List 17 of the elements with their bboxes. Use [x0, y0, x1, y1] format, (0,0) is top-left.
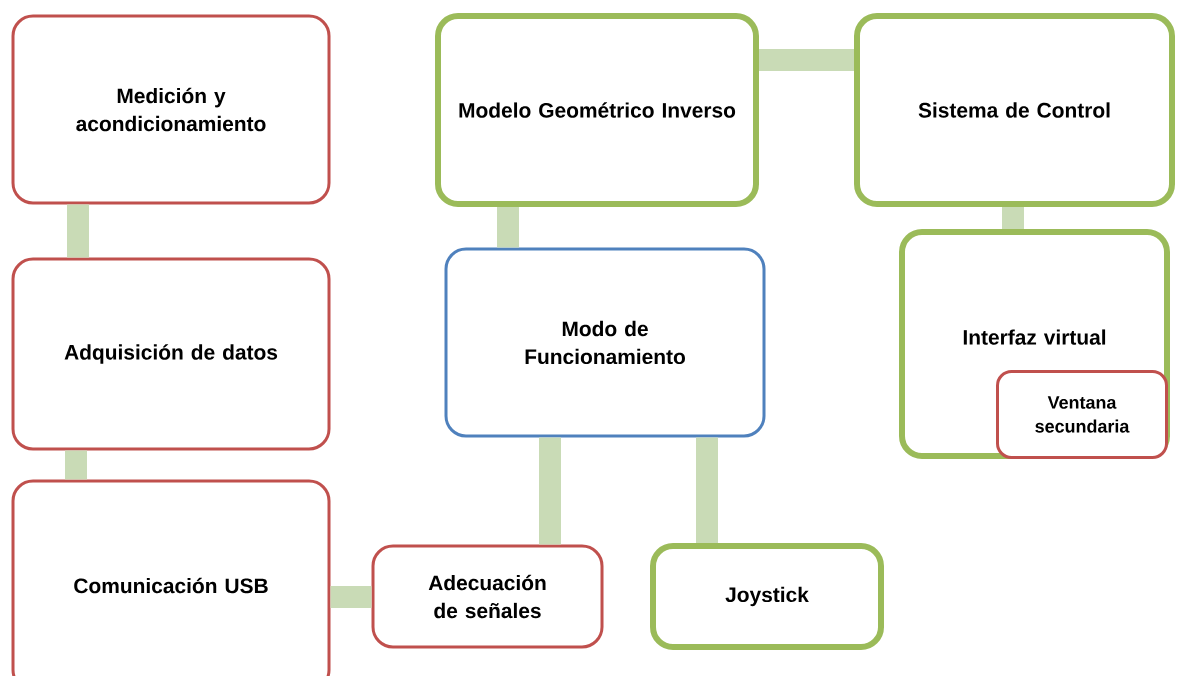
connector-bar [330, 586, 372, 608]
connector-bar [696, 437, 718, 543]
connector-bar [497, 207, 519, 248]
connector-bar [67, 204, 89, 258]
process-box: Modelo Geométrico Inverso [435, 13, 759, 207]
process-box: Modo de Funcionamiento [444, 247, 766, 438]
connector-bar [759, 49, 854, 71]
process-box: Joystick [650, 543, 884, 650]
process-box: Medición y acondicionamiento [11, 14, 331, 205]
process-box: Comunicación USB [11, 479, 331, 676]
process-box: Adecuación de señales [371, 544, 604, 649]
connector-bar [65, 450, 87, 480]
connector-bar [1002, 207, 1024, 229]
process-box: Adquisición de datos [11, 257, 331, 451]
process-box: Sistema de Control [854, 13, 1175, 207]
connector-bar [539, 437, 561, 545]
sub-box: Ventana secundaria [996, 370, 1168, 459]
